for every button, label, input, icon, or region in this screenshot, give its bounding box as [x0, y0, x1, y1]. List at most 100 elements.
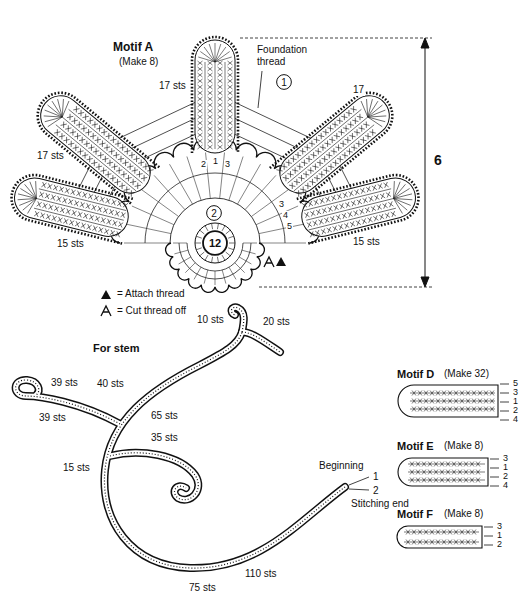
- stitch-line: [36, 91, 153, 196]
- stitch-line: [179, 257, 191, 264]
- motif-title: Motif F: [396, 508, 434, 521]
- callout-label: 5: [286, 222, 293, 231]
- stitch-line: [228, 248, 234, 250]
- stem-stitches: [110, 453, 198, 500]
- circle-outline: [203, 231, 227, 255]
- callout-label: 3: [224, 160, 231, 169]
- stitch-line: [259, 224, 304, 234]
- callout-label: 110 sts: [244, 568, 278, 580]
- stitch-line: [196, 248, 202, 250]
- stem-stitches: [242, 332, 280, 352]
- callout-label: 15 sts: [352, 236, 381, 248]
- callout-label: 17 sts: [36, 150, 65, 162]
- node-text: 1: [281, 77, 287, 88]
- circle-outline: [207, 206, 222, 221]
- stem: [104, 332, 345, 568]
- callout-label: 5: [512, 379, 519, 388]
- callout-label: 39 sts: [50, 377, 79, 389]
- callout-label: 1: [502, 463, 509, 472]
- leader-line: [500, 402, 509, 403]
- stitch-line: [200, 230, 205, 234]
- callout-label: 39 sts: [38, 412, 67, 424]
- stitch-line: [195, 40, 235, 153]
- stitch-line: [200, 252, 205, 256]
- callout-label: (Make 8): [118, 56, 159, 68]
- leader-line: [484, 536, 493, 537]
- callout-label: 20 sts: [262, 316, 291, 328]
- picot-edge: [28, 83, 160, 203]
- callout-label: 3: [502, 454, 509, 463]
- stitch-line: [239, 257, 251, 264]
- stitch-line: [14, 177, 128, 237]
- callout-label: 40 sts: [96, 378, 125, 390]
- callout-label: 17: [352, 84, 365, 96]
- stitch-line: [174, 250, 188, 254]
- stitch-line: [196, 236, 202, 238]
- stitch-line: [238, 164, 261, 204]
- callout-label: 2: [496, 540, 503, 549]
- callout-label: 75 sts: [188, 582, 217, 594]
- circled-number: 12: [202, 230, 228, 256]
- ring: [195, 223, 235, 263]
- stem: [242, 332, 280, 352]
- callout-label: 1: [212, 157, 219, 166]
- callout-label: 3: [278, 200, 285, 209]
- stitch-line: [245, 175, 276, 209]
- callout-label: (Make 8): [443, 508, 484, 520]
- stitch-line: [141, 190, 178, 217]
- stitch-line: [229, 157, 243, 201]
- callout-label: 1: [372, 471, 380, 483]
- callout-label: 3: [512, 388, 519, 397]
- callout-label: 10 sts: [196, 314, 225, 326]
- stitch-line: [242, 250, 256, 254]
- leader-line: [500, 420, 509, 421]
- circled-number: 2: [206, 205, 222, 221]
- stitch-line: [198, 43, 233, 149]
- leader-line: [484, 545, 493, 546]
- stitch-line: [226, 252, 231, 256]
- leader-line: [490, 459, 499, 460]
- stitch-line: [217, 223, 218, 229]
- motif-title: For stem: [92, 342, 140, 355]
- circle-outline: [277, 75, 292, 90]
- stem: [242, 332, 280, 352]
- callout-label: 17 sts: [158, 80, 187, 92]
- picot-edge: [192, 37, 238, 153]
- callout-label: Foundation thread: [256, 44, 330, 68]
- leader-line: [484, 527, 493, 528]
- callout-label: 35 sts: [150, 432, 179, 444]
- motif-title: Motif A: [112, 40, 154, 54]
- stitch-line: [410, 391, 495, 412]
- stitch-line: [408, 462, 485, 483]
- stitch-line: [126, 224, 171, 234]
- picot-edge: [297, 170, 424, 243]
- stitch-line: [204, 270, 208, 284]
- stitch-line: [228, 236, 234, 238]
- callout-label: 15 sts: [56, 238, 85, 250]
- node-text: 12: [209, 238, 221, 249]
- stitch-line: [33, 88, 159, 202]
- motif-title: Motif E: [396, 440, 435, 453]
- callout-label: 65 sts: [150, 410, 179, 422]
- callout-label: 15 sts: [62, 462, 91, 474]
- stem: [110, 453, 198, 500]
- stitch-line: [217, 257, 218, 263]
- callout-label: 4: [282, 211, 289, 220]
- stitch-line: [212, 257, 213, 263]
- stitch-line: [187, 157, 201, 201]
- petal: [28, 83, 160, 203]
- leader-line: [500, 393, 509, 394]
- callout-label: 6: [433, 152, 443, 168]
- callout-label: 3: [496, 522, 503, 531]
- callout-label: (Make 32): [443, 368, 490, 380]
- stitch-line: [170, 164, 193, 204]
- motif-outline: [398, 458, 488, 486]
- callout-label: 2: [512, 406, 519, 415]
- stitch-line: [226, 230, 231, 234]
- circled-number: 1: [276, 74, 292, 90]
- stitch-line: [222, 255, 225, 260]
- legend-text: = Attach thread: [116, 288, 186, 300]
- legend-text: = Cut thread off: [116, 305, 187, 317]
- stem: [110, 453, 198, 500]
